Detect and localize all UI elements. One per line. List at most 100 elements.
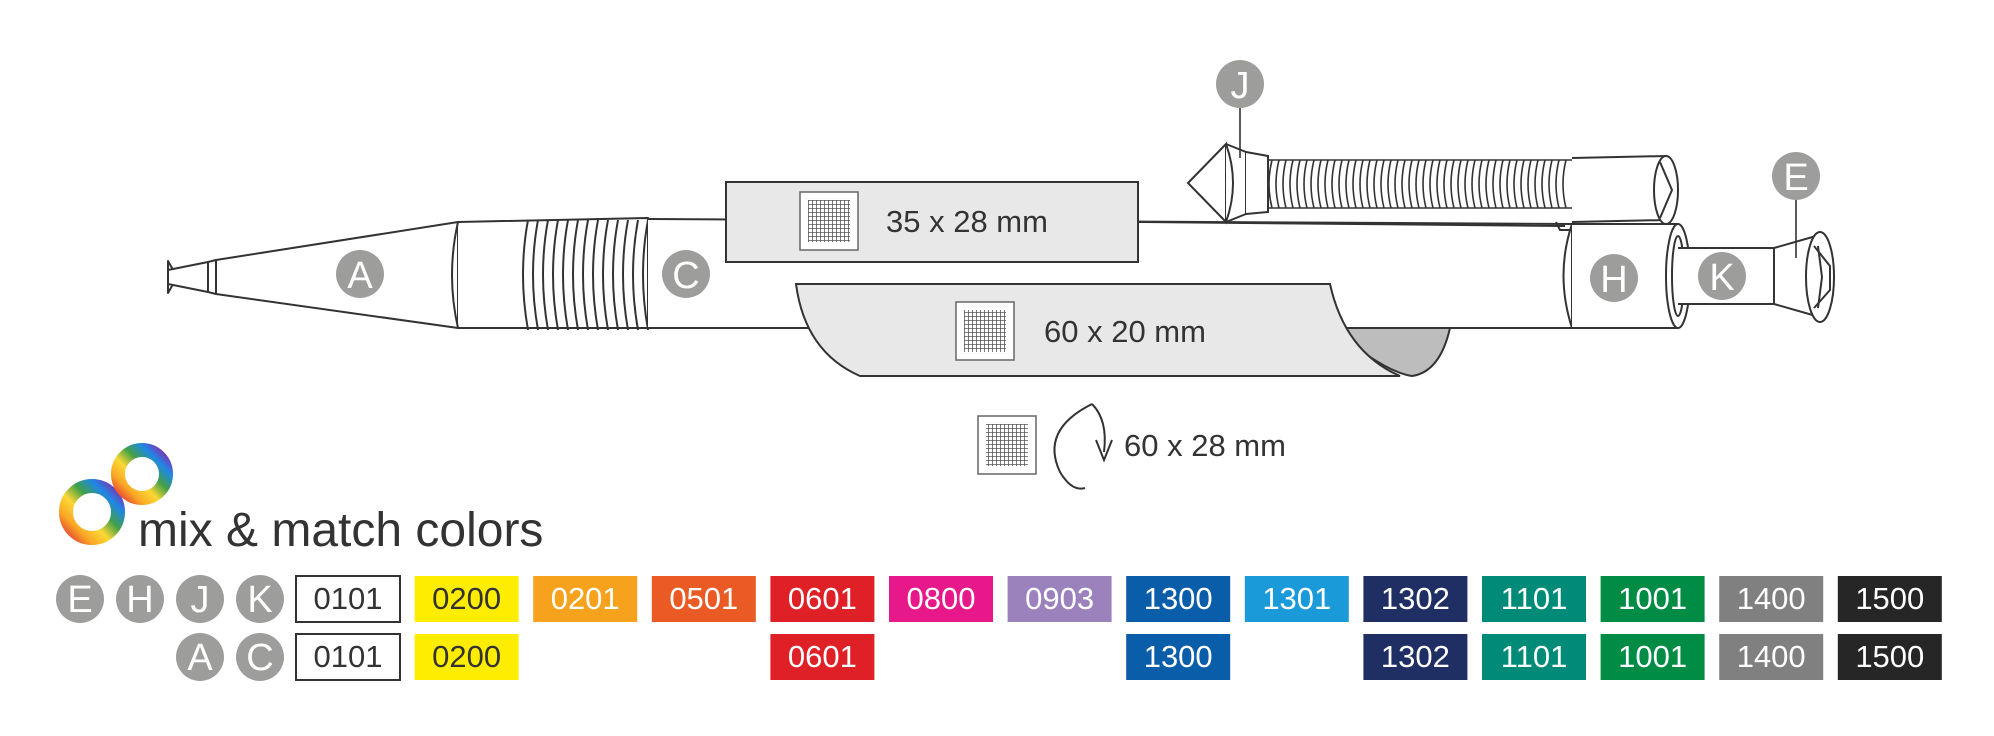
spring-coil [1520,159,1525,209]
spring-coil [1555,159,1560,209]
spring-coil [1394,159,1399,209]
color-row-part-label: H [116,575,164,623]
color-code: 1001 [1618,581,1687,616]
imprint-area-wrap: 60 x 28 mm [977,403,1286,490]
spring-cone [1186,141,1227,225]
color-swatch: 1500 [1837,576,1942,622]
color-row-part-label: E [56,575,104,623]
brand-logo: mix & match colors [59,443,543,557]
spring-coil [1415,159,1420,209]
color-code: 1302 [1381,639,1450,674]
color-swatch: 1400 [1719,576,1824,622]
color-swatch: 0601 [770,576,875,622]
part-label-h: H [1590,254,1638,302]
color-code: 1500 [1855,639,1924,674]
color-swatch: 0200 [414,576,519,622]
spring-coil [1471,159,1476,209]
svg-text:E: E [67,579,92,621]
brand-text: mix & match colors [138,504,543,557]
color-code: 1400 [1737,639,1806,674]
color-code: 0601 [788,581,857,616]
svg-text:H: H [1600,259,1627,301]
color-row-part-label: C [236,633,284,681]
imprint-area-barrel: 60 x 20 mm [794,283,1452,378]
spring-coil [1282,159,1287,209]
color-swatch: 0101 [295,575,401,623]
spring-coil [1387,159,1392,209]
spring-coil [1492,159,1497,209]
spring-coil [1317,159,1322,209]
spring-coil [1499,159,1504,209]
color-swatch: 0800 [889,576,993,622]
spring-coils [1268,159,1572,209]
color-swatch: 1300 [1126,634,1231,680]
infinity-rainbow-icon [59,443,173,545]
spring-coil [1485,159,1490,209]
color-code: 0101 [314,639,383,674]
color-swatch: 1101 [1482,634,1586,680]
svg-text:J: J [1231,65,1250,107]
color-code: 1301 [1262,581,1331,616]
part-label-k: K [1698,252,1746,300]
spring-coil [1541,159,1546,209]
color-swatch: 1302 [1363,576,1468,622]
clip-imprint-size: 35 x 28 mm [886,204,1048,239]
svg-text:K: K [247,579,272,621]
color-swatch: 0903 [1007,576,1112,622]
color-code: 0201 [551,581,620,616]
svg-text:K: K [1709,257,1734,299]
color-swatch: 1400 [1719,634,1824,680]
color-code: 1302 [1381,581,1450,616]
spring-coil [1352,159,1357,209]
rotate-arrow-icon [1053,403,1093,490]
spring-coil [1345,159,1350,209]
color-code: 0601 [788,639,857,674]
svg-text:E: E [1783,157,1808,199]
spring-end-cap [1571,154,1667,223]
spring-coil [1380,159,1385,209]
spring-coil [1429,159,1434,209]
spring-coil [1373,159,1378,209]
svg-text:A: A [347,255,373,297]
spring-coil [1296,159,1301,209]
color-swatch: 1101 [1482,576,1586,622]
spring-coil [1534,159,1539,209]
color-swatch: 0201 [533,576,638,622]
spring-coil [1303,159,1308,209]
part-label-a: A [336,250,384,298]
color-code: 0903 [1025,581,1094,616]
spring-coil [1436,159,1441,209]
svg-text:A: A [187,637,213,679]
color-code: 1001 [1618,639,1687,674]
color-swatch: 1302 [1363,634,1468,680]
part-label-j: J [1216,60,1264,158]
color-code: 0800 [907,581,976,616]
spring-coil [1513,159,1518,209]
color-code: 1400 [1737,581,1806,616]
spring-coil [1401,159,1406,209]
color-code: 0200 [432,581,501,616]
imprint-area-clip: 35 x 28 mm [725,181,1139,263]
color-swatch: 0200 [414,634,519,680]
spring-coil [1331,159,1336,209]
color-code: 0200 [432,639,501,674]
color-code: 1500 [1855,581,1924,616]
part-label-c: C [662,250,710,298]
spring-coil [1562,159,1567,209]
spring-coil [1506,159,1511,209]
spring-coil [1366,159,1371,209]
spring-coil [1408,159,1413,209]
color-swatch: 1001 [1600,634,1705,680]
color-code: 1101 [1501,639,1568,674]
color-swatch: 0501 [651,576,756,622]
spring-coil [1338,159,1343,209]
color-swatch: 1300 [1126,576,1231,622]
spring-coil [1359,159,1364,209]
part-label-e: E [1772,152,1820,258]
wrap-imprint-size: 60 x 28 mm [1124,428,1286,463]
spring-coil [1422,159,1427,209]
spring-assembly [1186,141,1679,231]
